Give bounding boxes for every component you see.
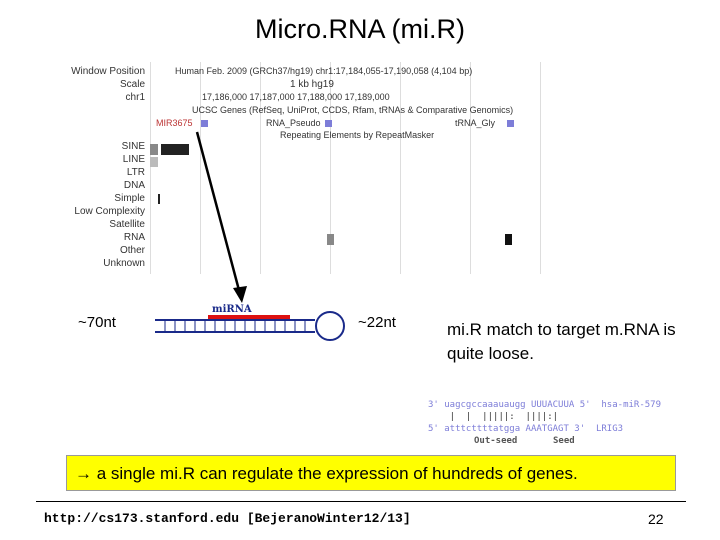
mirna-label: miRNA <box>212 304 252 315</box>
repeat-block <box>150 157 158 167</box>
mirna-length-label: ~22nt <box>358 314 396 331</box>
browser-coords: 17,186,000 17,187,000 17,188,000 17,189,… <box>202 92 390 102</box>
repeat-block-rna <box>327 234 334 245</box>
row-label: Unknown <box>103 258 145 269</box>
row-label: LINE <box>122 154 145 165</box>
seed-alignment: 3' uagcgccaaauaugg UUUACUUA 5' hsa-miR-5… <box>428 398 710 450</box>
row-label: RNA <box>123 232 145 243</box>
browser-header: Human Feb. 2009 (GRCh37/hg19) chr1:17,18… <box>175 66 473 76</box>
row-label: Scale <box>119 79 145 90</box>
browser-repeat-track: Repeating Elements by RepeatMasker <box>280 130 435 140</box>
takeaway-banner: → a single mi.R can regulate the express… <box>66 455 676 491</box>
feature-label: tRNA_Gly <box>455 118 496 128</box>
row-label: chr1 <box>125 92 145 103</box>
footer-url: http://cs173.stanford.edu [BejeranoWinte… <box>44 511 411 526</box>
footer-divider <box>36 501 686 502</box>
row-label: LTR <box>126 167 145 178</box>
row-label: Other <box>119 245 145 256</box>
page-number: 22 <box>648 511 664 527</box>
slide-title: Micro.RNA (mi.R) <box>255 14 465 44</box>
hairpin-length-label: ~70nt <box>78 314 116 331</box>
mirna-sequence: 3' uagcgccaaauaugg UUUACUUA 5' hsa-miR-5… <box>428 400 661 410</box>
row-label: Simple <box>114 193 145 204</box>
repeat-block <box>150 144 158 155</box>
feature-marker <box>201 120 208 127</box>
repeat-block-sine <box>161 144 189 155</box>
row-label: SINE <box>121 141 145 152</box>
target-sequence: 5' atttcttttatgga AAATGAGT 3' LRIG3 <box>428 424 624 434</box>
takeaway-text: → a single mi.R can regulate the express… <box>75 464 578 483</box>
out-seed-label: Out-seed <box>474 436 518 446</box>
repeat-block-rna <box>505 234 512 245</box>
feature-label: RNA_Pseudo <box>266 118 321 128</box>
feature-label: MIR3675 <box>156 118 193 128</box>
feature-marker <box>507 120 514 127</box>
row-label: Satellite <box>109 219 145 230</box>
browser-gene-track: UCSC Genes (RefSeq, UniProt, CCDS, Rfam,… <box>192 105 514 115</box>
browser-scale: 1 kb hg19 <box>290 79 334 90</box>
match-description: mi.R match to target m.RNA is quite loos… <box>447 320 676 363</box>
row-label: Low Complexity <box>74 206 145 217</box>
row-label: DNA <box>123 180 145 191</box>
seed-label: Seed <box>553 436 575 446</box>
hairpin-diagram: miRNA <box>155 304 345 341</box>
repeat-block-simple <box>158 194 160 204</box>
genome-browser-image: Window Position Scale chr1 SINE LINE LTR… <box>70 62 575 274</box>
row-label: Window Position <box>71 66 145 77</box>
feature-marker <box>325 120 332 127</box>
pairing-lines: | | |||||: ||||:| <box>428 412 559 422</box>
